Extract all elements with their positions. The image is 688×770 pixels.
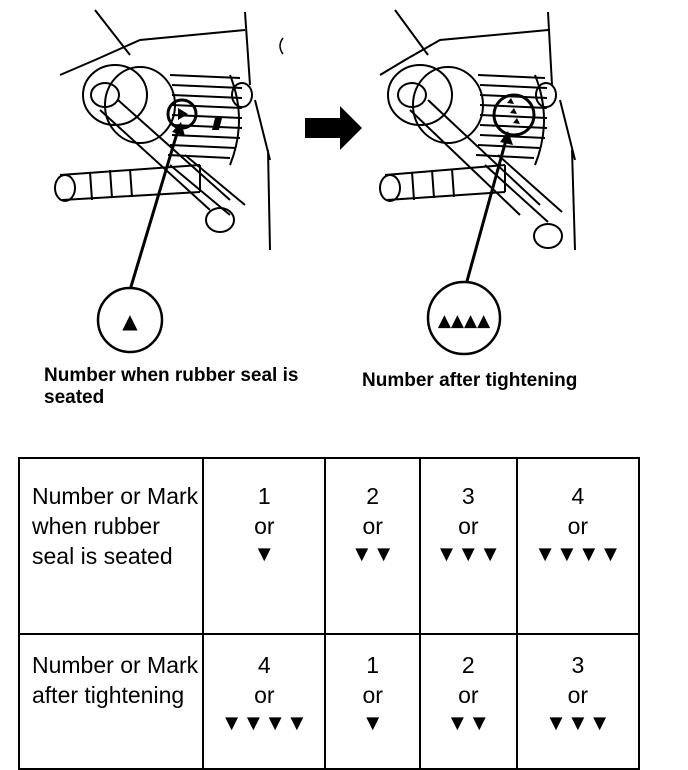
right-part-mark-icon xyxy=(507,98,520,124)
cell-mark: ▼▼ xyxy=(446,710,491,735)
right-caption: Number after tightening xyxy=(362,370,578,391)
cell-mark: ▼▼▼ xyxy=(545,710,611,735)
cell-number: 3 xyxy=(571,652,585,678)
cell-mark: ▼▼▼ xyxy=(435,541,501,566)
cell-mark: ▼▼▼▼ xyxy=(534,541,622,566)
cell-or: or xyxy=(458,682,479,708)
left-caption: Number when rubber seal is seated xyxy=(44,365,299,408)
left-callout-circle xyxy=(96,286,164,354)
cell-mark: ▼▼ xyxy=(350,541,395,566)
table-row-seated: Number or Mark when rubber seal is seate… xyxy=(17,457,641,635)
cell-number: 2 xyxy=(461,652,475,678)
table-cell: 3 or ▼▼▼ xyxy=(418,457,518,635)
cell-number: 3 xyxy=(461,483,475,509)
left-mechanism-drawing xyxy=(54,9,284,251)
row-label-tightened: Number or Mark after tightening xyxy=(17,633,205,770)
table-cell: 1 or ▼ xyxy=(324,633,421,770)
table-cell: 4 or ▼▼▼▼ xyxy=(515,457,641,635)
cell-mark: ▼ xyxy=(253,541,276,566)
cell-or: or xyxy=(362,682,383,708)
right-arrow-icon xyxy=(305,106,362,150)
row-label-seated: Number or Mark when rubber seal is seate… xyxy=(17,457,205,635)
cell-mark: ▼ xyxy=(361,710,384,735)
illustration: ▲ ▲▲▲▲ xyxy=(54,9,576,356)
right-callout-circle xyxy=(426,280,502,356)
right-mechanism-drawing xyxy=(379,9,576,251)
cell-or: or xyxy=(254,513,275,539)
cell-number: 4 xyxy=(257,652,271,678)
table-cell: 3 or ▼▼▼ xyxy=(515,633,641,770)
cell-mark: ▼▼▼▼ xyxy=(220,710,308,735)
table-cell: 4 or ▼▼▼▼ xyxy=(202,633,327,770)
cell-number: 2 xyxy=(366,483,380,509)
table-row-tightened: Number or Mark after tightening 4 or ▼▼▼… xyxy=(17,633,641,770)
table-cell: 2 or ▼▼ xyxy=(418,633,518,770)
table-cell: 1 or ▼ xyxy=(202,457,327,635)
left-leader-line xyxy=(128,129,180,291)
cell-or: or xyxy=(567,513,589,539)
cell-or: or xyxy=(254,682,275,708)
mark-table: Number or Mark when rubber seal is seate… xyxy=(17,457,641,770)
right-callout-mark: ▲▲▲▲ xyxy=(438,311,491,331)
cell-number: 4 xyxy=(571,483,585,509)
table-cell: 2 or ▼▼ xyxy=(324,457,421,635)
left-callout-mark: ▲ xyxy=(122,309,138,333)
right-leader-line xyxy=(462,139,508,293)
cell-or: or xyxy=(567,682,589,708)
cell-or: or xyxy=(362,513,383,539)
cell-number: 1 xyxy=(366,652,380,678)
cell-number: 1 xyxy=(257,483,271,509)
cell-or: or xyxy=(458,513,479,539)
left-part-mark-icon xyxy=(178,108,188,120)
